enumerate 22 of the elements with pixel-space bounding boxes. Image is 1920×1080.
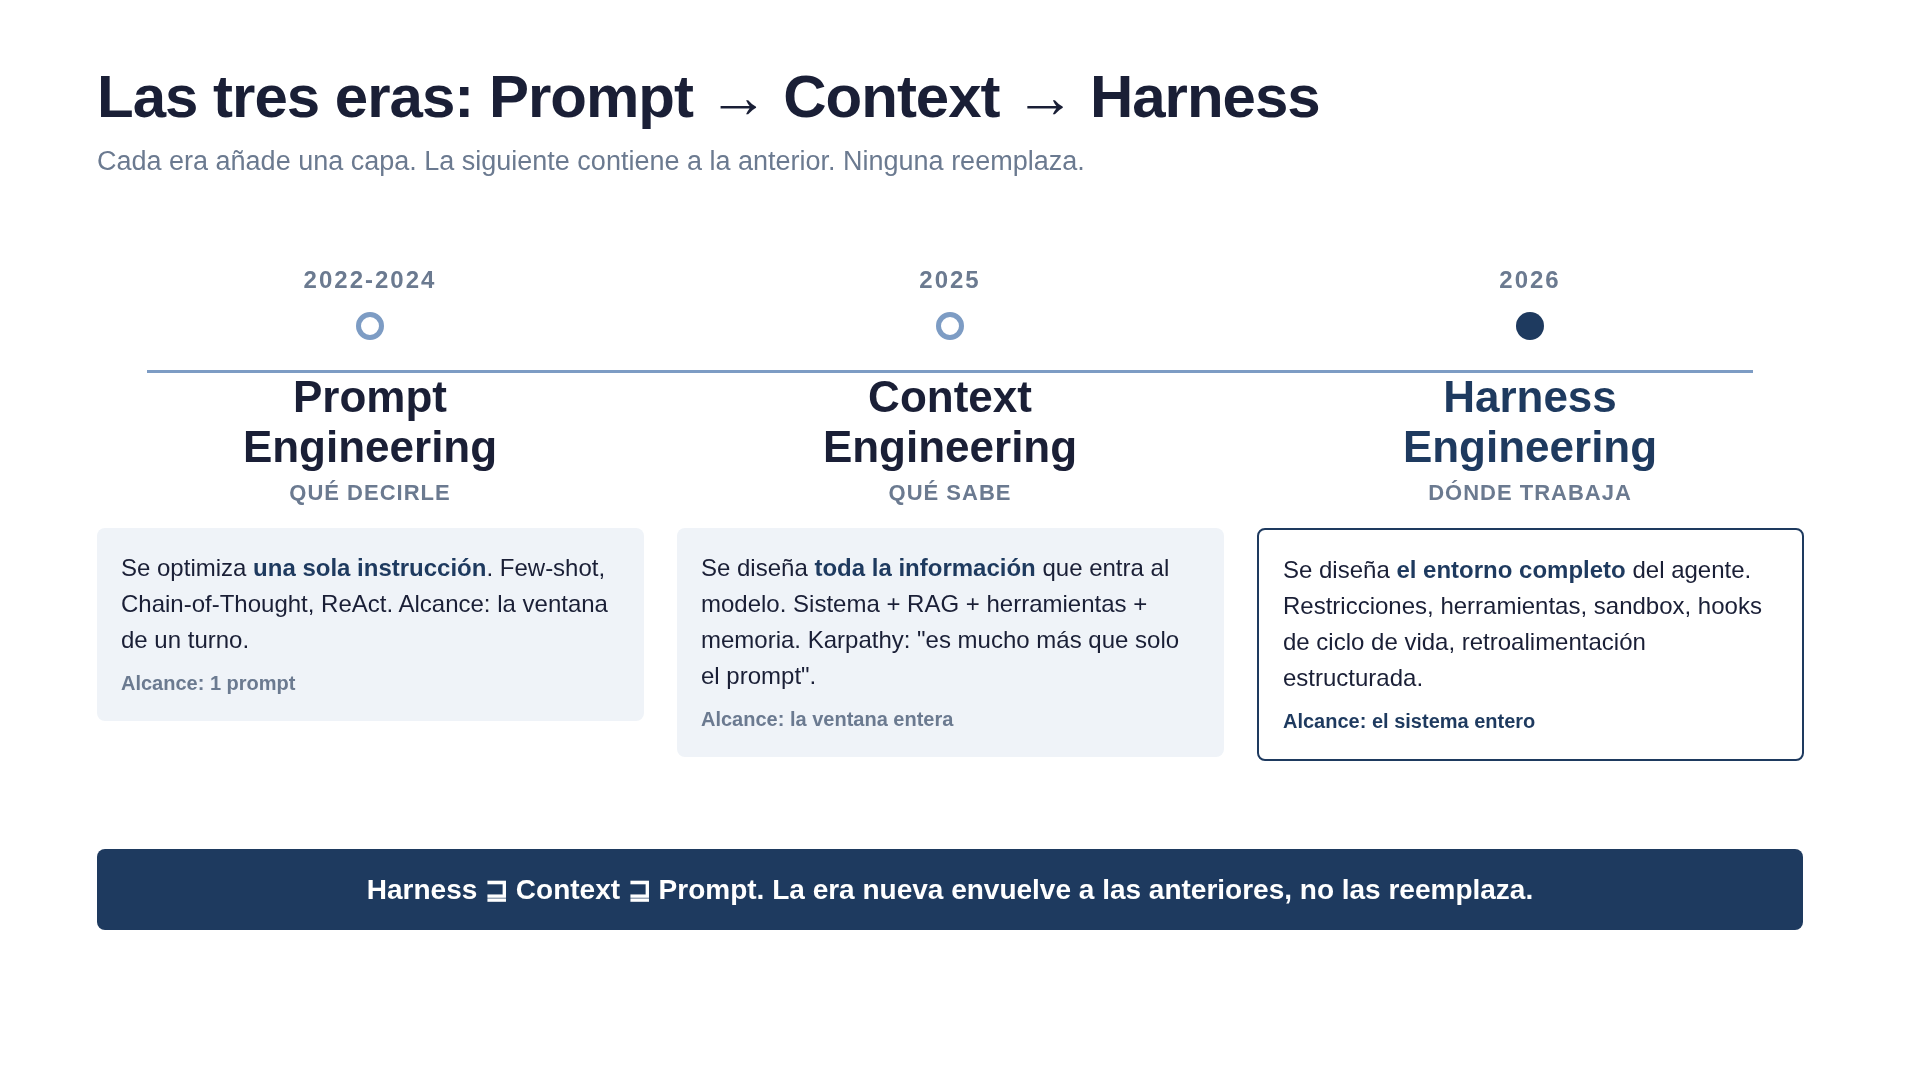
era-subtitle: QUÉ DECIRLE xyxy=(288,480,452,506)
scope-text: Alcance: 1 prompt xyxy=(121,672,297,695)
description-text: Se diseña el entorno completo del agente. Restricciones, herramientas, sandbox, hooks de ciclo de vida, retroalimentación estructurada. xyxy=(1283,555,1763,693)
year-label: 2026 xyxy=(1498,266,1562,294)
era-heading: Harness Engineering xyxy=(1401,372,1659,472)
timeline-marker xyxy=(356,312,384,340)
scope-text: Alcance: el sistema entero xyxy=(1283,710,1537,733)
title: Las tres eras: Prompt → Context → Harness xyxy=(97,62,1320,131)
era-card xyxy=(1257,528,1804,761)
scope-text: Alcance: la ventana entera xyxy=(701,708,955,731)
summary-banner: Harness ⊒ Context ⊒ Prompt. La era nueva envuelve a las anteriores, no las reemplaza. xyxy=(97,849,1803,930)
timeline-marker xyxy=(1516,312,1544,340)
era-heading: Context Engineering xyxy=(821,372,1079,472)
timeline-marker xyxy=(936,312,964,340)
era-heading: Prompt Engineering xyxy=(241,372,499,472)
era-subtitle: DÓNDE TRABAJA xyxy=(1427,480,1633,506)
subtitle: Cada era añade una capa. La siguiente contiene a la anterior. Ninguna reemplaza. xyxy=(97,146,1085,177)
era-subtitle: QUÉ SABE xyxy=(887,480,1013,506)
description-text: Se diseña toda la información que entra al modelo. Sistema + RAG + herramientas + memoria. Karpathy: "es mucho más que solo el prompt". xyxy=(701,553,1181,691)
description-text: Se optimiza una sola instrucción. Few-shot, Chain-of-Thought, ReAct. Alcance: la ventana de un turno. xyxy=(121,553,609,655)
year-label: 2025 xyxy=(918,266,982,294)
year-label: 2022-2024 xyxy=(302,266,438,294)
